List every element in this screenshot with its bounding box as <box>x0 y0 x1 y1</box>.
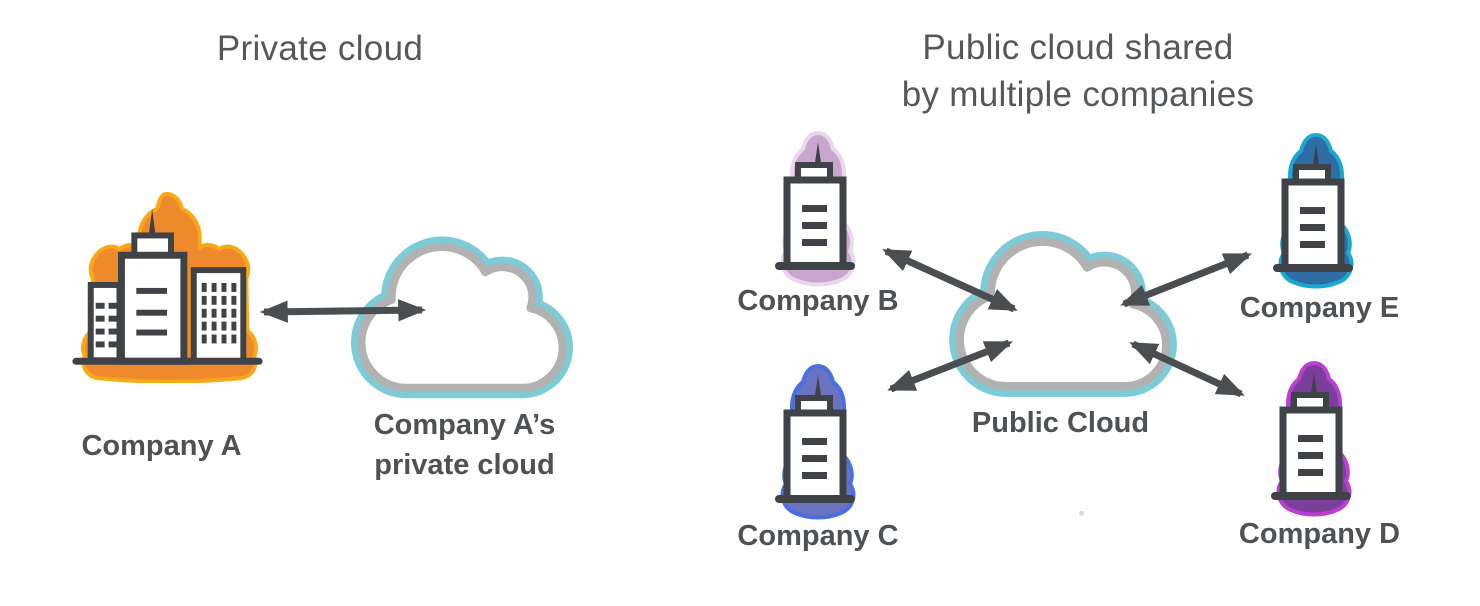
company-c-label: Company C <box>737 520 899 552</box>
public-cloud-title-line2: by multiple companies <box>901 75 1255 114</box>
private-cloud-label-line2: private cloud <box>374 449 555 481</box>
company-e-icon <box>1260 133 1354 289</box>
private-cloud-label-line1: Company A’s <box>373 409 556 441</box>
company-d-label: Company D <box>1238 518 1401 550</box>
city-buildings-icon <box>72 208 263 365</box>
company-a-city-icon <box>72 191 263 383</box>
company-c-icon <box>762 364 856 520</box>
stray-dot <box>1079 511 1084 516</box>
company-e-label: Company E <box>1239 292 1400 324</box>
private-cloud-title: Private cloud <box>216 29 424 68</box>
public-cloud-title: Public cloud shared by multiple companie… <box>878 24 1278 118</box>
public-cloud-label: Public Cloud <box>971 407 1150 439</box>
private-cloud-icon <box>330 218 594 413</box>
public-cloud-title-line1: Public cloud shared <box>922 28 1234 67</box>
company-b-icon <box>762 131 856 287</box>
company-a-label: Company A <box>81 430 242 462</box>
company-d-icon <box>1258 361 1352 517</box>
company-b-label: Company B <box>737 285 899 317</box>
public-cloud-icon <box>930 212 1196 412</box>
private-cloud-label: Company A’s private cloud <box>352 405 577 485</box>
